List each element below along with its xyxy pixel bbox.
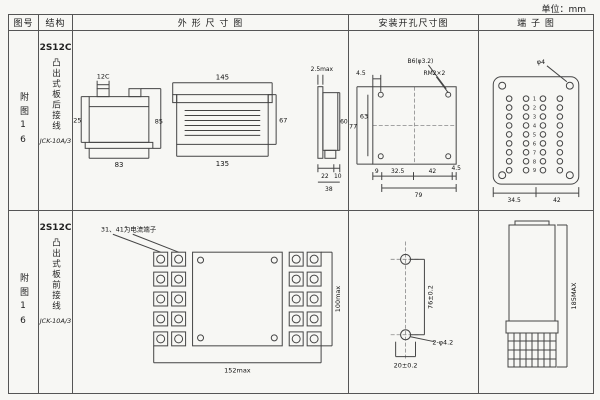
dim-42: 42: [429, 168, 437, 175]
terminal-number: 9: [533, 168, 537, 174]
dim-25: 25: [73, 116, 81, 124]
dim-77: 77: [349, 122, 357, 130]
dim-60: 60: [340, 118, 348, 125]
structure-description: 凸出式板前接线: [50, 238, 61, 312]
outline-cell-row2: 31、41为电流端子 100max 152max: [73, 211, 349, 393]
dim-22: 22: [321, 173, 329, 180]
front-board-shapes: [112, 233, 333, 364]
dim-32-5: 32.5: [391, 168, 404, 175]
header-fig: 图号: [9, 15, 39, 31]
terminal-number: 5: [533, 132, 536, 138]
dim-34-5: 34.5: [507, 197, 520, 204]
terminal-side-view: 185MAX: [505, 220, 578, 368]
header-terminal: 端 子 图: [479, 15, 593, 31]
install-drawing-front: 76±0.2 2-φ4.2 20±0.2: [390, 241, 453, 369]
dim-10: 10: [334, 173, 342, 180]
dim-85: 85: [155, 117, 163, 125]
outline-cell-row1: 12C 25 83 85 145 135 67 2.5max 60 22 10 …: [73, 31, 349, 211]
terminal-number: 7: [533, 150, 536, 156]
hole-spec-label: B6(φ3.2): [408, 58, 434, 65]
terminal-number: 1: [533, 97, 536, 103]
terminal-number: 6: [533, 141, 537, 147]
header-outline: 外 形 尺 寸 图: [73, 15, 349, 31]
thread-label: RM2×2: [423, 70, 445, 77]
dim-145: 145: [216, 74, 229, 82]
dim-phi4: φ4: [537, 58, 545, 66]
fig-number-row2: 附图16: [9, 211, 39, 393]
terminal-cell-row2: 185MAX: [479, 211, 593, 393]
dim-185max: 185MAX: [570, 282, 578, 309]
dim-4-5-bottom: 4.5: [451, 165, 461, 172]
dim-135: 135: [216, 160, 229, 168]
outline-drawing-rear: 12C 25 83 85 145 135 67 2.5max 60 22 10 …: [73, 66, 348, 193]
dim-tab-width: 12C: [97, 73, 110, 81]
hole-shapes: [395, 253, 435, 358]
relay-type: JCK-10A/3: [39, 136, 72, 145]
structure-row2: 2S12C 凸出式板前接线 JCK-10A/3: [39, 211, 73, 393]
dim-9: 9: [375, 168, 379, 175]
model-code: 2S12C: [39, 43, 72, 53]
unit-label: 单位：mm: [541, 5, 586, 15]
structure-row1: 2S12C 凸出式板后接线 JCK-10A/3: [39, 31, 73, 211]
install-cell-row1: 4.5 B6(φ3.2) RM2×2 77 63 9 32.5 42 4.5 7…: [349, 31, 479, 211]
fig-number-row1: 附图16: [9, 31, 39, 211]
structure-description: 凸出式板后接线: [50, 58, 61, 132]
install-drawing-rear: 4.5 B6(φ3.2) RM2×2 77 63 9 32.5 42 4.5 7…: [349, 58, 461, 199]
dim-79: 79: [415, 192, 423, 199]
header-install: 安装开孔尺寸图: [349, 15, 479, 31]
dim-20: 20±0.2: [394, 361, 418, 369]
dim-63: 63: [360, 113, 368, 121]
spec-table: 图号 结构 外 形 尺 寸 图 安装开孔尺寸图 端 子 图 附图16 2S12C…: [8, 14, 594, 394]
relay-type: JCK-10A/3: [39, 316, 72, 325]
terminal-number: 2: [533, 106, 536, 112]
side-view-shapes: [505, 220, 568, 368]
dim-42-terminal: 42: [553, 197, 561, 204]
cutout-shapes: [356, 64, 457, 192]
model-code: 2S12C: [39, 223, 72, 233]
dim-100max: 100max: [334, 286, 342, 313]
current-terminal-note: 31、41为电流端子: [101, 224, 157, 233]
dim-83: 83: [115, 161, 124, 169]
dim-67: 67: [279, 116, 287, 124]
terminal-block-shapes: [492, 65, 580, 198]
centerlines: [372, 86, 457, 165]
terminal-cell-row1: φ4 1 2 3 4 5 6 7 8 9 34.5 42: [479, 31, 593, 211]
terminal-number: 4: [533, 123, 537, 129]
outline-drawing-front: 31、41为电流端子 100max 152max: [101, 224, 342, 375]
dim-76: 76±0.2: [426, 285, 434, 309]
terminal-diagram-rear: φ4 1 2 3 4 5 6 7 8 9 34.5 42: [492, 58, 580, 204]
dim-panel-thickness: 2.5max: [311, 66, 334, 73]
rear-view-shapes: [80, 74, 341, 183]
dim-4-5-top: 4.5: [356, 70, 366, 77]
terminal-number: 3: [533, 115, 537, 121]
install-cell-row2: 76±0.2 2-φ4.2 20±0.2: [349, 211, 479, 393]
hole-count-label: 2-φ4.2: [432, 339, 453, 347]
header-struct: 结构: [39, 15, 73, 31]
dim-38: 38: [325, 186, 333, 193]
dim-152max: 152max: [224, 367, 251, 375]
terminal-number: 8: [533, 159, 537, 165]
